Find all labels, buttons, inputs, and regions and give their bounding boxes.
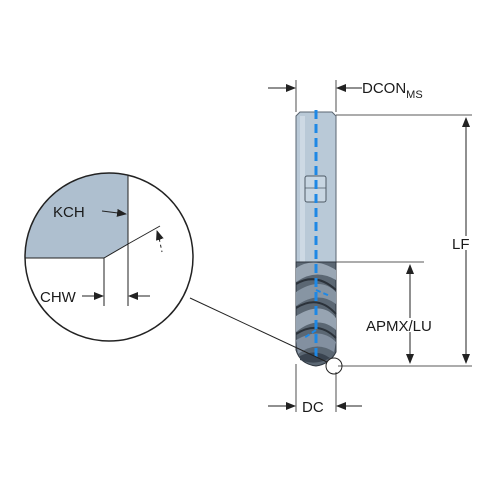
dcon-dimension: DCONMS	[268, 80, 423, 101]
dc-label: DC	[302, 399, 324, 416]
lf-dimension: LF	[452, 117, 470, 364]
apmx-lu-label: APMX/LU	[366, 318, 432, 335]
apmx-lu-dimension: APMX/LU	[366, 264, 432, 364]
dc-dimension: DC	[268, 399, 362, 416]
dcon-label: DCONMS	[362, 80, 423, 101]
kch-label: KCH	[53, 204, 85, 221]
detail-leader-line	[189, 297, 328, 363]
tool-flutes	[295, 261, 337, 367]
kch-dimension: KCH	[53, 204, 127, 221]
chw-dimension: CHW	[40, 289, 150, 306]
chw-label: CHW	[40, 289, 77, 306]
chamfer-detail-view: KCH CHW	[24, 172, 194, 342]
lf-label: LF	[452, 236, 470, 253]
end-mill-tool	[295, 110, 343, 375]
detail-circle-outline	[24, 172, 194, 342]
